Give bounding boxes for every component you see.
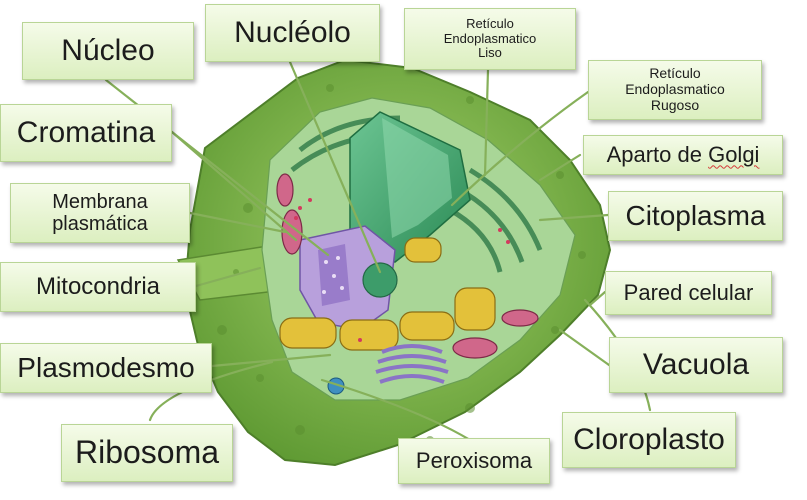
label-ribosoma: Ribosoma: [61, 424, 233, 482]
nucleus: [299, 225, 398, 331]
chloroplasts: [279, 237, 496, 351]
label-reticulo-liso: Retículo Endoplasmatico Liso: [404, 8, 576, 70]
golgi-label-word: Golgi: [708, 141, 760, 167]
label-pared-celular: Pared celular: [605, 271, 772, 315]
label-citoplasma: Citoplasma: [608, 191, 783, 241]
mitochondria: [276, 173, 539, 359]
ribosomes: [294, 198, 510, 342]
label-vacuola: Vacuola: [609, 337, 783, 393]
label-reticulo-rugoso: Retículo Endoplasmatico Rugoso: [588, 60, 762, 120]
label-membrana-plasmatica: Membrana plasmática: [10, 183, 190, 243]
label-nucleolo: Nucléolo: [205, 4, 380, 62]
golgi-apparatus: [375, 344, 449, 384]
label-cloroplasto: Cloroplasto: [562, 412, 736, 468]
golgi-label-prefix: Aparto de: [606, 141, 709, 167]
label-aparato-golgi: Aparto de Golgi: [583, 135, 783, 175]
label-nucleo: Núcleo: [22, 22, 194, 80]
label-peroxisoma: Peroxisoma: [398, 438, 550, 484]
label-cromatina: Cromatina: [0, 104, 172, 162]
label-plasmodesmo: Plasmodesmo: [0, 343, 212, 393]
label-mitocondria: Mitocondria: [0, 262, 196, 312]
